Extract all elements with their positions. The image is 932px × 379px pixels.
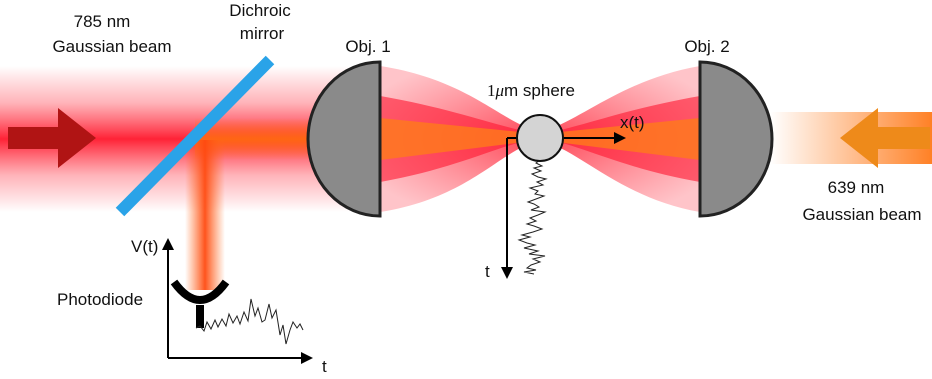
label-sphere: 1μm sphere [487,81,575,100]
photodiode-cup [170,279,230,304]
label-v-of-t: V(t) [131,237,158,256]
dichroic-mirror [115,55,275,217]
trapped-sphere [516,114,564,162]
label-x-of-t: x(t) [620,113,645,132]
arrow-639 [840,108,930,168]
label-639-gaussian-beam: Gaussian beam [802,205,921,224]
label-photodiode: Photodiode [57,290,143,309]
beam-to-photodiode [185,140,225,290]
photodiode-signal-trace [195,298,304,345]
x-axis-arrowhead [614,132,626,144]
label-obj-2: Obj. 2 [684,37,729,56]
t-axis-arrowhead [501,267,513,279]
sphere-position-trace [517,159,548,275]
t-axis-photodiode-arrowhead [301,352,313,364]
arrow-785 [8,108,96,168]
label-sphere-number: 1 [487,81,496,100]
label-mirror: mirror [240,24,285,43]
objective-2 [698,60,774,218]
label-sphere-mu: μ [495,81,505,100]
label-639-nm: 639 nm [828,178,885,197]
label-dichroic: Dichroic [229,1,291,20]
label-t-sphere: t [485,262,490,281]
beam-785-focus-core [380,96,700,182]
objective-1 [306,60,382,218]
label-obj-1: Obj. 1 [345,37,390,56]
label-785-nm: 785 nm [74,12,131,31]
v-axis-arrowhead [162,238,174,250]
label-sphere-text: m sphere [504,81,575,100]
label-785-gaussian-beam: Gaussian beam [52,37,171,56]
label-t-photodiode: t [322,357,327,376]
